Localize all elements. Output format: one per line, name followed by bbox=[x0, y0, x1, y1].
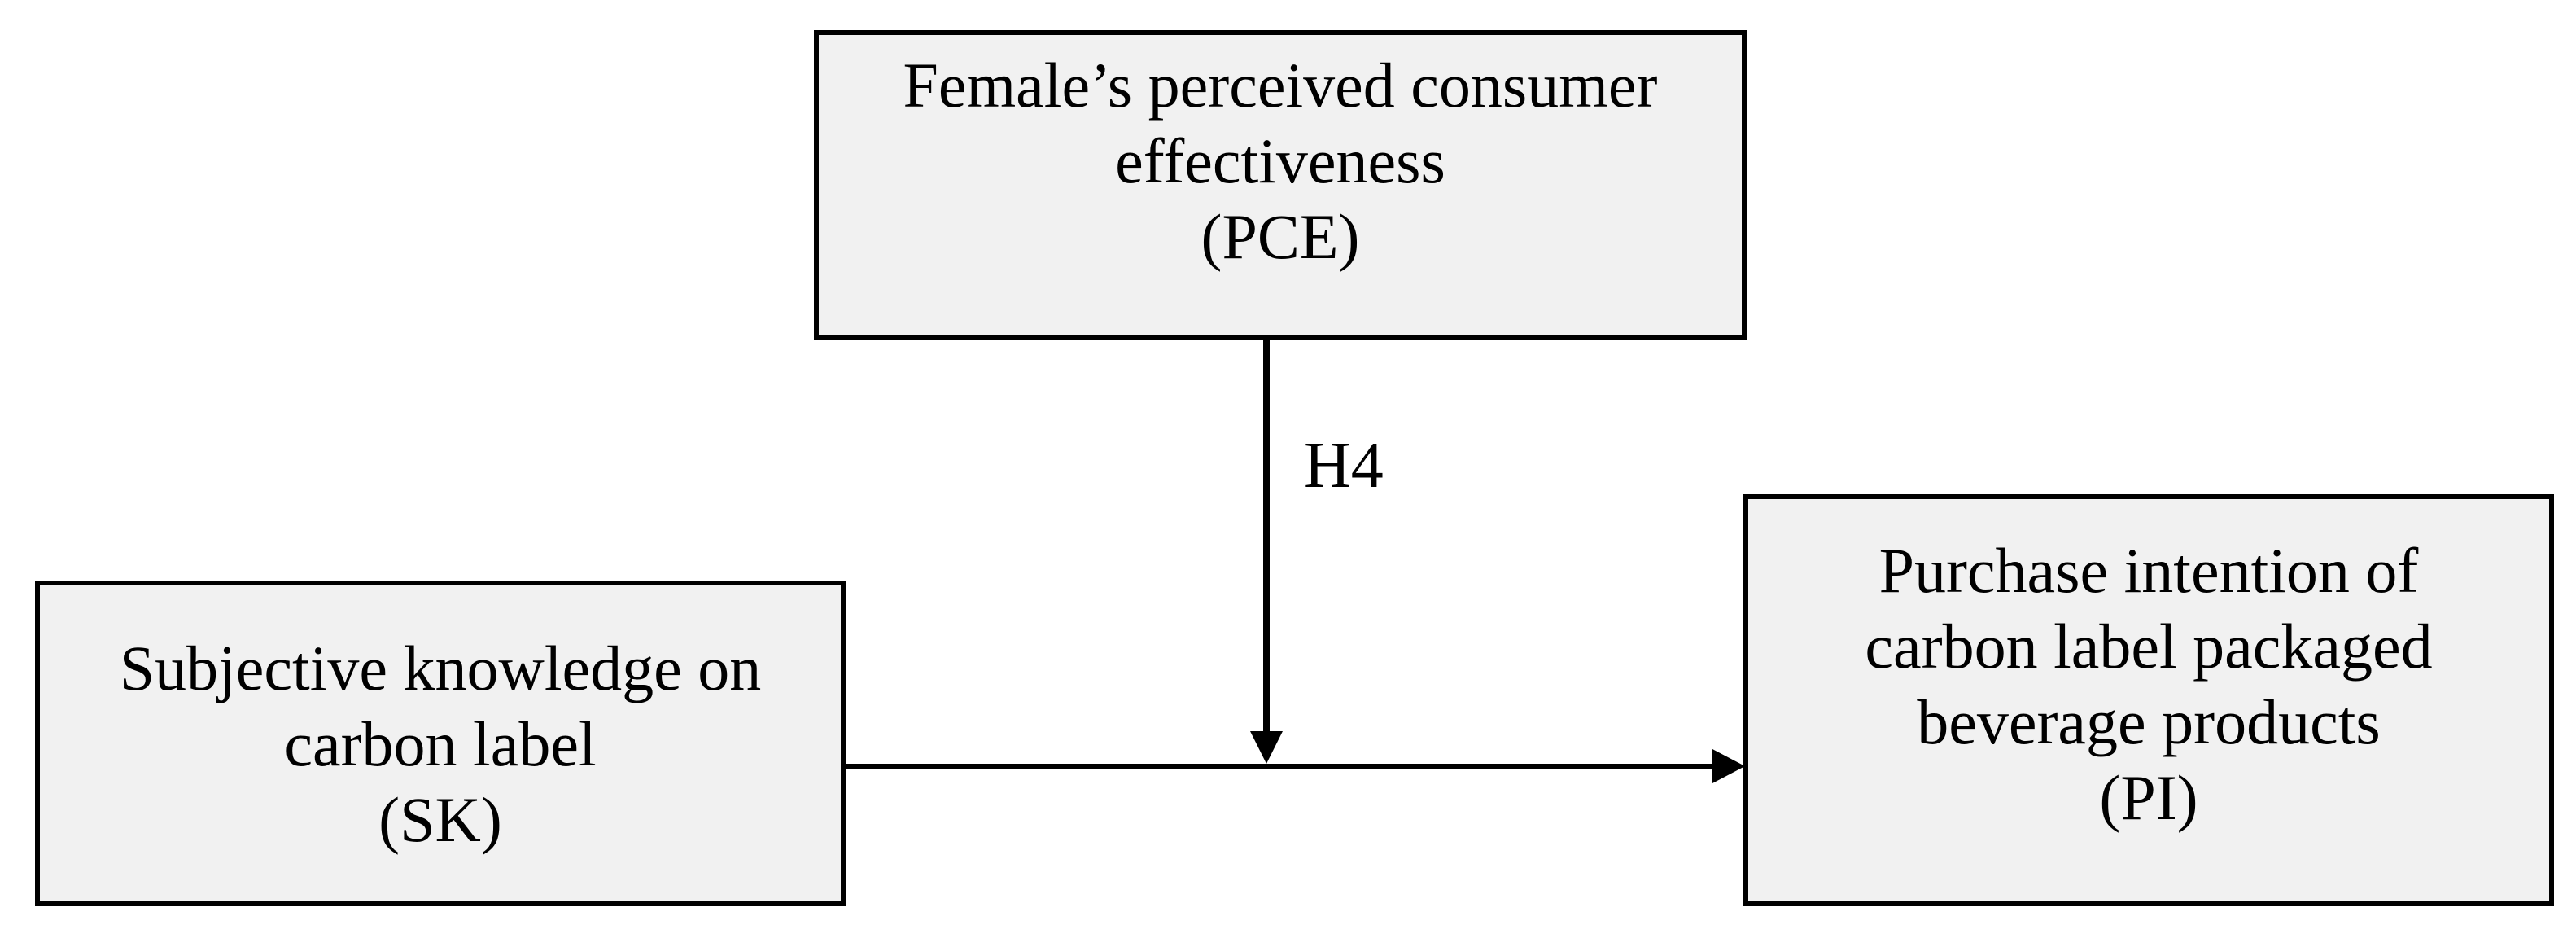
node-sk: Subjective knowledge on carbon label (SK… bbox=[35, 581, 846, 906]
node-pce-label-line: (PCE) bbox=[1201, 201, 1360, 272]
arrow-pce-moderation-line bbox=[1263, 338, 1270, 734]
node-pi-label-line: carbon label packaged bbox=[1865, 611, 2433, 682]
edge-label-h4: H4 bbox=[1304, 430, 1384, 502]
node-pce: Female’s perceived consumer effectivenes… bbox=[814, 30, 1747, 340]
arrowhead-right-icon bbox=[1712, 749, 1745, 783]
node-pi-label-line: (PI) bbox=[2099, 762, 2198, 833]
node-pi-label-line: beverage products bbox=[1917, 686, 2381, 757]
node-pce-label-line: Female’s perceived consumer bbox=[903, 50, 1658, 121]
node-sk-label-line: Subjective knowledge on bbox=[119, 632, 762, 704]
node-sk-label-line: (SK) bbox=[378, 783, 502, 855]
node-pi: Purchase intention of carbon label packa… bbox=[1743, 494, 2554, 906]
arrowhead-down-icon bbox=[1250, 731, 1283, 764]
arrow-sk-to-pi-line bbox=[846, 764, 1715, 769]
node-pce-label-line: effectiveness bbox=[1115, 125, 1445, 196]
node-pi-label-line: Purchase intention of bbox=[1878, 535, 2419, 606]
node-sk-label-line: carbon label bbox=[284, 708, 597, 779]
